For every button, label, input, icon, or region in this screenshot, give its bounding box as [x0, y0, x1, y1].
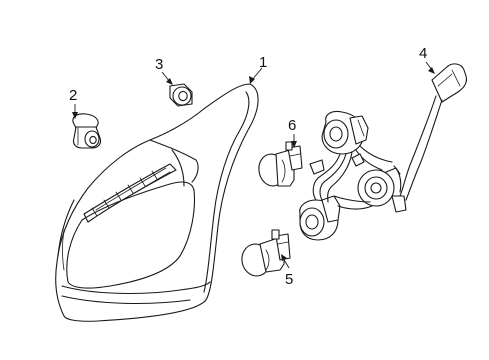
- bulb-upper: [258, 141, 303, 187]
- nut: [169, 83, 193, 107]
- callout-6: 6: [288, 117, 296, 134]
- callout-leaders: [72, 61, 435, 269]
- socket-right: [357, 167, 407, 213]
- bulb-lower: [241, 229, 291, 277]
- callout-2: 2: [69, 87, 77, 104]
- socket-upper: [321, 110, 369, 155]
- callout-4: 4: [419, 45, 427, 62]
- grommet-screw: [72, 113, 102, 149]
- callout-3: 3: [155, 56, 163, 73]
- socket-wire-harness: [299, 63, 468, 241]
- callout-5: 5: [285, 271, 293, 288]
- callout-1: 1: [259, 54, 267, 71]
- tail-lamp-assembly: [55, 83, 259, 322]
- socket-lower: [299, 195, 341, 241]
